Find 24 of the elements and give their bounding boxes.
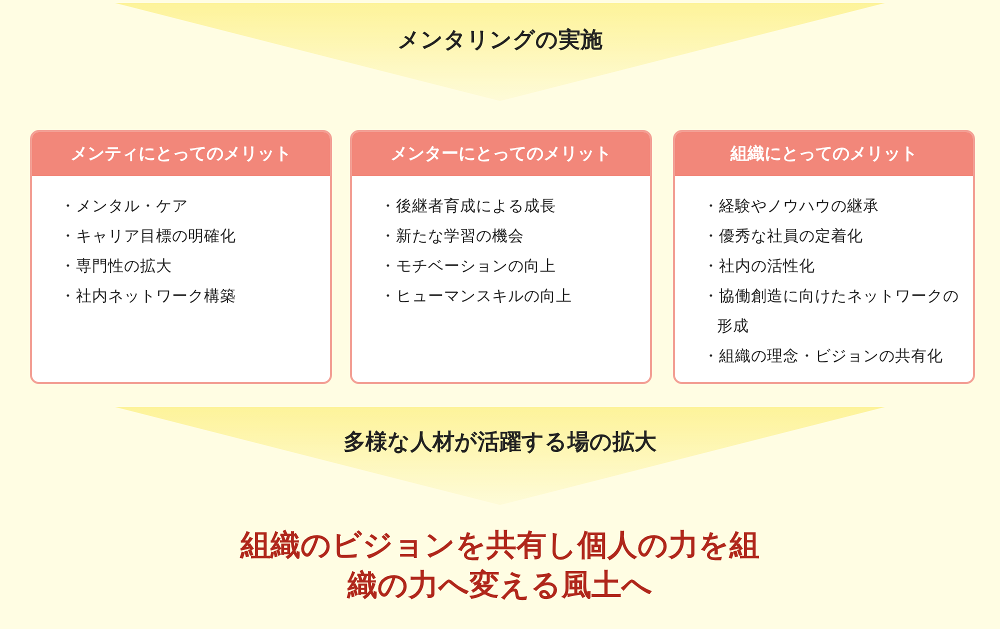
- list-item: ・優秀な社員の定着化: [702, 226, 864, 247]
- list-item: ・ヒューマンスキルの向上: [379, 286, 573, 307]
- list-item: ・新たな学習の機会: [379, 226, 525, 247]
- list-item: ・組織の理念・ビジョンの共有化: [702, 346, 944, 367]
- chevron-band: [115, 407, 885, 505]
- card-header: メンティにとってのメリット: [32, 132, 330, 176]
- band-text: 多様な人材が活躍する場の拡大: [342, 429, 658, 457]
- list-item: ・キャリア目標の明確化: [59, 226, 237, 247]
- list-item: ・後継者育成による成長: [379, 196, 557, 217]
- chevron-band: [115, 3, 885, 101]
- list-item: ・協働創造に向けたネットワークの形成: [702, 286, 959, 337]
- merit-card: [673, 130, 975, 384]
- list-item: ・メンタル・ケア: [59, 196, 189, 217]
- band-text: メンタリングの実施: [396, 26, 604, 55]
- list-item: ・社内の活性化: [702, 256, 816, 277]
- list-item: ・モチベーションの向上: [379, 256, 557, 277]
- card-header: メンターにとってのメリット: [352, 132, 650, 176]
- conclusion-text: 組織のビジョンを共有し個人の力を組織の力へ変える風土へ: [238, 527, 760, 605]
- list-item: ・専門性の拡大: [59, 256, 173, 277]
- merit-card: [30, 130, 332, 384]
- list-item: ・社内ネットワーク構築: [59, 286, 237, 307]
- card-header: 組織にとってのメリット: [675, 132, 973, 176]
- list-item: ・経験やノウハウの継承: [702, 196, 880, 217]
- merit-card: [350, 130, 652, 384]
